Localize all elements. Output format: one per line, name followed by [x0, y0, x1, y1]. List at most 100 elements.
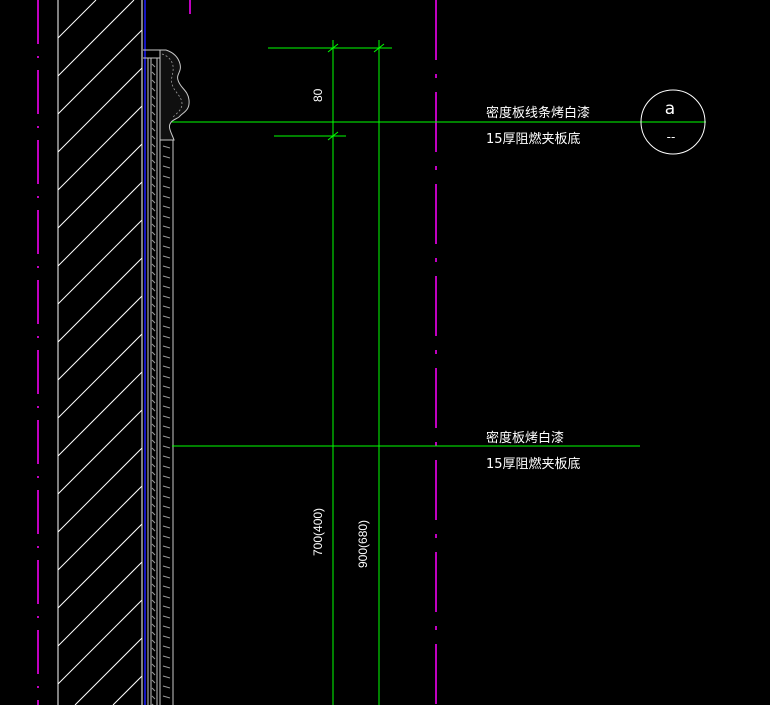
panel-infill-mark: [162, 675, 171, 679]
hatch-line: [57, 67, 143, 153]
dimension-ticks: [327, 43, 385, 141]
panel-infill-mark: [151, 559, 156, 564]
panel-infill-mark: [151, 455, 156, 460]
hatch-line: [57, 523, 143, 609]
panel-infill-mark: [151, 695, 156, 700]
panel-infill-mark: [151, 143, 156, 148]
panel-infill-mark: [151, 423, 156, 428]
panel-infill-mark: [162, 655, 171, 659]
panel-infill-mark: [162, 565, 171, 569]
panel-infill-mark: [162, 265, 171, 269]
panel-infill-mark: [151, 375, 156, 380]
panel-infill-mark: [151, 503, 156, 508]
panel-infill-mark: [151, 367, 156, 372]
callout-top-line1: 密度板线条烤白漆: [486, 105, 590, 121]
panel-infill-mark: [162, 215, 171, 219]
panel-infill-mark: [151, 79, 156, 84]
panel-infill-mark: [151, 175, 156, 180]
panel-infill-mark: [151, 671, 156, 676]
hatch-line: [57, 485, 143, 571]
panel-infill-mark: [162, 605, 171, 609]
hatch-line: [57, 295, 143, 381]
panel-infill-mark: [151, 327, 156, 332]
panel-infill-mark: [162, 335, 171, 339]
panel-infill-mark: [151, 135, 156, 140]
panel-infill-mark: [151, 527, 156, 532]
panel-infill-pattern: [151, 63, 171, 705]
panel-infill-mark: [162, 555, 171, 559]
panel-infill-mark: [151, 183, 156, 188]
panel-infill-mark: [151, 215, 156, 220]
panel-infill-mark: [151, 391, 156, 396]
panel-infill-mark: [162, 385, 171, 389]
hatch-line: [57, 333, 143, 419]
hatch-line: [57, 561, 143, 647]
panel-infill-mark: [162, 155, 171, 159]
panel-infill-mark: [151, 663, 156, 668]
panel-infill-mark: [162, 545, 171, 549]
panel-infill-mark: [151, 95, 156, 100]
panel-infill-mark: [151, 207, 156, 212]
panel-layers: [143, 49, 174, 705]
panel-infill-mark: [162, 615, 171, 619]
panel-infill-mark: [151, 511, 156, 516]
panel-infill-mark: [151, 263, 156, 268]
dimension-80: 80: [311, 88, 325, 102]
panel-infill-mark: [151, 535, 156, 540]
panel-infill-mark: [162, 305, 171, 309]
section-marker-top: a: [665, 99, 675, 119]
panel-infill-mark: [162, 475, 171, 479]
dimension-700-400: 700(400): [311, 508, 325, 556]
panel-infill-mark: [151, 295, 156, 300]
panel-infill-mark: [151, 655, 156, 660]
panel-infill-mark: [151, 623, 156, 628]
panel-infill-mark: [151, 303, 156, 308]
panel-infill-mark: [162, 315, 171, 319]
panel-infill-mark: [151, 463, 156, 468]
panel-infill-mark: [151, 487, 156, 492]
panel-infill-mark: [151, 615, 156, 620]
panel-infill-mark: [151, 63, 156, 68]
panel-infill-mark: [162, 285, 171, 289]
panel-infill-mark: [162, 165, 171, 169]
panel-infill-mark: [151, 311, 156, 316]
panel-infill-mark: [162, 645, 171, 649]
section-marker-circle: [640, 89, 706, 155]
hatch-line: [74, 637, 143, 705]
panel-infill-mark: [151, 399, 156, 404]
panel-infill-mark: [162, 225, 171, 229]
crown-molding-profile: [159, 49, 190, 141]
panel-infill-mark: [162, 585, 171, 589]
panel-infill-mark: [151, 271, 156, 276]
panel-infill-mark: [151, 151, 156, 156]
panel-infill-mark: [162, 445, 171, 449]
panel-infill-mark: [162, 205, 171, 209]
panel-infill-mark: [151, 471, 156, 476]
panel-infill-mark: [162, 395, 171, 399]
hatch-line: [57, 257, 143, 343]
panel-infill-mark: [162, 625, 171, 629]
hatch-line: [57, 447, 143, 533]
hatch-line: [57, 181, 143, 267]
section-marker-bottom: --: [667, 130, 676, 144]
callout-mid-line2: 15厚阻燃夹板底: [486, 456, 581, 472]
panel-infill-mark: [162, 465, 171, 469]
hatch-line: [112, 675, 143, 705]
callout-mid-line1: 密度板烤白漆: [486, 430, 564, 446]
hatch-line: [57, 105, 143, 191]
panel-infill-mark: [162, 595, 171, 599]
panel-infill-mark: [151, 583, 156, 588]
panel-infill-mark: [151, 607, 156, 612]
panel-infill-mark: [162, 245, 171, 249]
panel-infill-mark: [162, 145, 171, 149]
panel-infill-mark: [162, 455, 171, 459]
panel-infill-mark: [151, 247, 156, 252]
panel-infill-mark: [151, 679, 156, 684]
panel-infill-mark: [151, 567, 156, 572]
hatch-line: [57, 409, 143, 495]
panel-infill-mark: [151, 479, 156, 484]
panel-infill-mark: [162, 405, 171, 409]
panel-infill-mark: [151, 519, 156, 524]
panel-infill-mark: [151, 111, 156, 116]
panel-infill-mark: [151, 439, 156, 444]
